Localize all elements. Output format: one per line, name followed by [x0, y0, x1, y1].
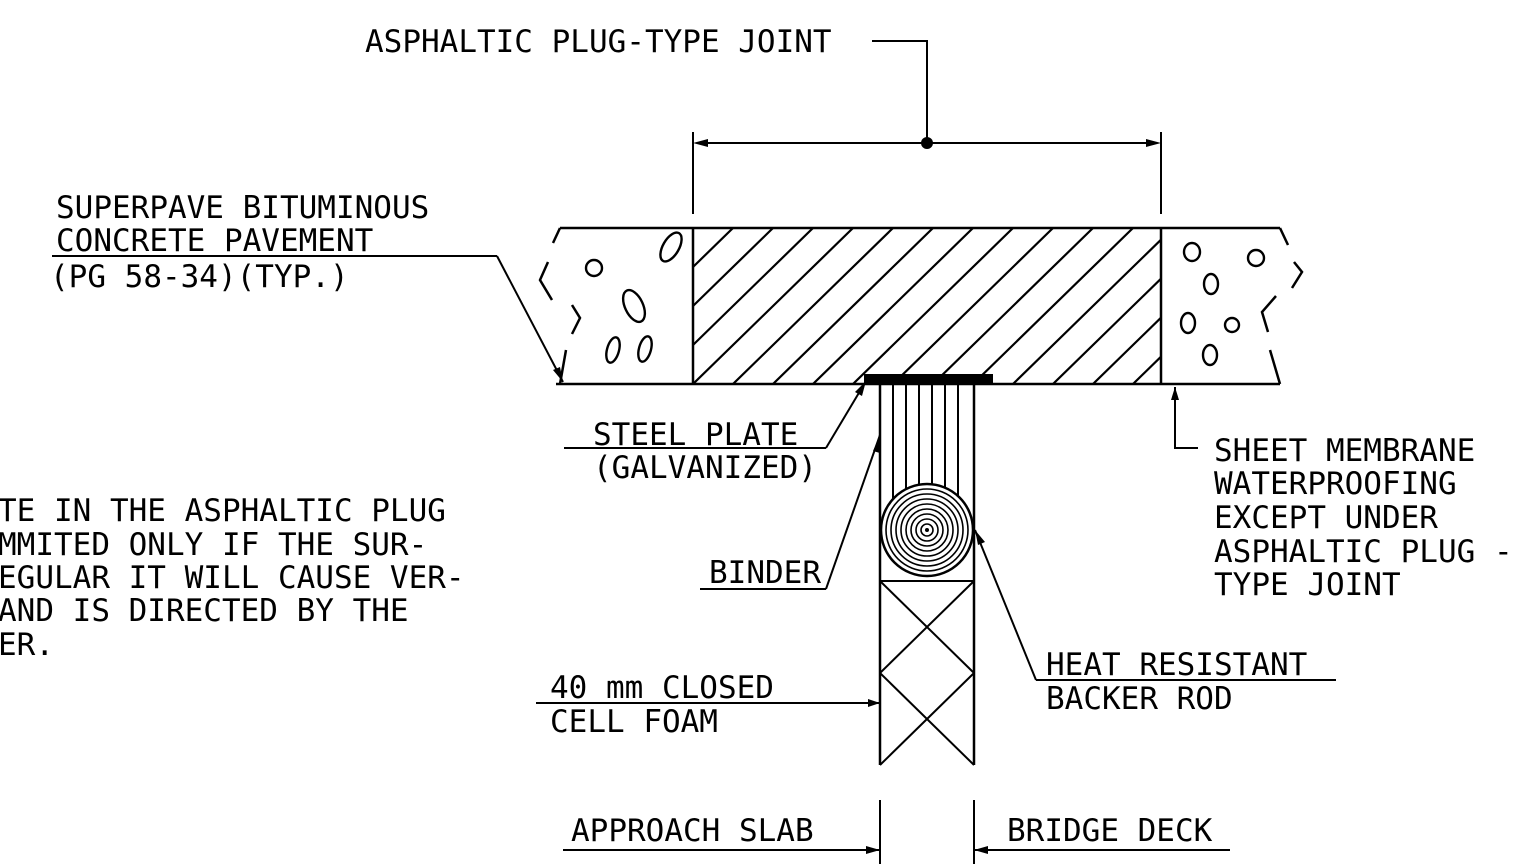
pavement-label-line2: CONCRETE PAVEMENT — [56, 223, 373, 259]
backer-rod-leader — [974, 529, 1336, 681]
pavement-leader — [52, 255, 564, 383]
binder-label: BINDER — [709, 555, 821, 591]
joint-gap — [878, 384, 976, 766]
backer-rod-label-line1: HEAT RESISTANT — [1046, 647, 1307, 683]
membrane-label-line5: TYPE JOINT — [1214, 567, 1401, 603]
steel-plate-label-line1: STEEL PLATE — [593, 417, 798, 453]
note-line1: TE IN THE ASPHALTIC PLUG — [0, 493, 446, 529]
bridge-deck-label: BRIDGE DECK — [1007, 813, 1213, 849]
membrane-label-line3: EXCEPT UNDER — [1214, 500, 1438, 536]
membrane-label-line4: ASPHALTIC PLUG - — [1214, 534, 1513, 570]
pavement-slab — [538, 226, 1304, 386]
plug-hatching — [693, 228, 1161, 384]
foam-label-line2: CELL FOAM — [550, 704, 718, 740]
binder-leader — [700, 434, 881, 590]
slab-deck-markers — [563, 800, 1230, 864]
steel-plate — [864, 374, 993, 384]
backer-rod-label-line2: BACKER ROD — [1046, 681, 1233, 717]
pavement-label-line3: (PG 58-34)(TYP.) — [50, 259, 349, 295]
note-line4: AND IS DIRECTED BY THE — [0, 593, 409, 629]
steel-plate-label-line2: (GALVANIZED) — [593, 450, 817, 486]
note-line5: ER. — [0, 627, 54, 663]
joint-dimension — [692, 40, 1162, 214]
note-line2: MMITED ONLY IF THE SUR- — [0, 527, 427, 563]
aggregate-left — [584, 231, 683, 364]
approach-slab-label: APPROACH SLAB — [571, 813, 814, 849]
joint-title-label: ASPHALTIC PLUG-TYPE JOINT — [365, 24, 832, 60]
membrane-label-line1: SHEET MEMBRANE — [1214, 433, 1475, 469]
pavement-label-line1: SUPERPAVE BITUMINOUS — [56, 190, 429, 226]
cropped-note: TE IN THE ASPHALTIC PLUG MMITED ONLY IF … — [0, 493, 465, 663]
membrane-leader — [1171, 387, 1198, 449]
backer-rod — [879, 482, 975, 578]
foam-label-line1: 40 mm CLOSED — [550, 670, 774, 706]
note-line3: EGULAR IT WILL CAUSE VER- — [0, 560, 465, 596]
aggregate-right — [1179, 241, 1266, 367]
foam-leader — [536, 699, 880, 707]
membrane-label-line2: WATERPROOFING — [1214, 466, 1457, 502]
steel-plate-leader — [564, 380, 867, 449]
